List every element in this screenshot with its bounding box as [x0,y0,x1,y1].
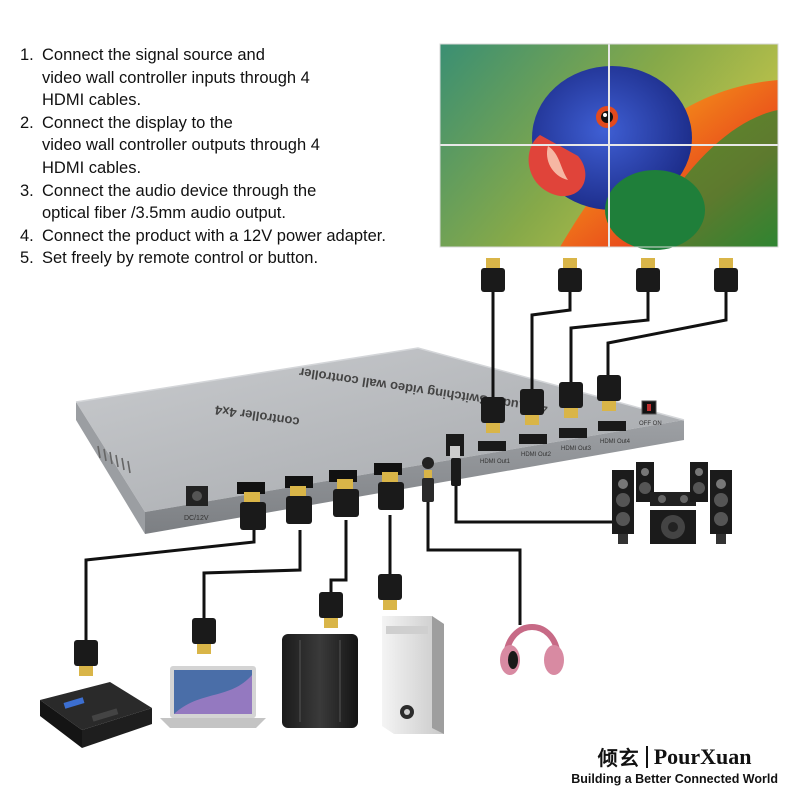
speaker-right-rear [690,462,708,502]
step-text: Connect the product with a 12V power ada… [42,225,386,248]
hdmi-out2-label: HDMI Out2 [521,452,552,458]
instruction-step: 1. Connect the signal source and video wal… [20,44,440,112]
hdmi-connectors-bottom [74,470,434,676]
speaker-left-rear [636,462,654,502]
power-switch-label: OFF ON [639,421,662,427]
instruction-step: 3. Connect the audio device through the op… [20,180,440,225]
optical-cable [450,446,612,524]
step-text: Connect the signal source and video wall … [42,44,310,112]
step-number: 1. [20,46,34,64]
laptop [160,666,266,728]
instruction-step: 2. Connect the display to the video wall c… [20,112,440,180]
step-line: HDMI cables. [42,158,142,177]
output-cables [491,290,728,400]
speaker-left-front [612,470,634,544]
step-line: Connect the product with a 12V power ada… [42,226,386,245]
instruction-step: 5. Set freely by remote control or button… [20,247,440,270]
hdmi-out3-label: HDMI Out3 [561,446,592,452]
step-number: 4. [20,226,34,245]
step-line: Connect the audio device through the [42,181,317,200]
step-text: Connect the audio device through the opti… [42,180,316,225]
brand-name: PourXuan [653,743,752,769]
step-line: video wall controller outputs through 4 [42,136,320,155]
hdmi-out4-label: HDMI Out4 [600,439,631,445]
speaker-right-front [710,470,732,544]
step-number: 2. [20,113,34,132]
step-line: Connect the signal source and [42,46,265,64]
step-number: 3. [20,181,34,200]
set-top-box [40,682,152,748]
brand-logo: 倾玄 PourXuan Building a Better Connected … [571,742,778,787]
input-cables [84,500,522,640]
step-line: Connect the display to the [42,113,233,132]
game-console [282,634,358,728]
step-line: video wall controller inputs through 4 [42,68,310,87]
step-text: Connect the display to the video wall con… [42,112,320,180]
brand-tagline: Building a Better Connected World [571,772,778,786]
instruction-step: 4. Connect the product with a 12V power a… [20,225,440,248]
step-line: Set freely by remote control or button. [42,249,319,268]
step-line: optical fiber /3.5mm audio output. [42,204,286,223]
headphones [500,624,564,675]
hdmi-connectors-top [481,258,738,433]
desktop-pc [382,616,444,734]
home-theater-speakers [612,462,732,544]
step-number: 5. [20,249,34,268]
center-speaker [650,492,696,506]
brand-chinese-name: 倾玄 [597,746,640,770]
instructions-list: 1. Connect the signal source and video wal… [20,44,440,270]
audio-35mm-jack[interactable] [422,457,434,469]
step-text: Set freely by remote control or button. [42,247,318,270]
video-wall [439,43,779,250]
dc-power-label: DC/12V [184,515,209,522]
brand-divider [645,745,648,768]
subwoofer [650,510,696,544]
hdmi-out1-label: HDMI Out1 [480,459,511,465]
step-line: HDMI cables. [42,91,142,110]
